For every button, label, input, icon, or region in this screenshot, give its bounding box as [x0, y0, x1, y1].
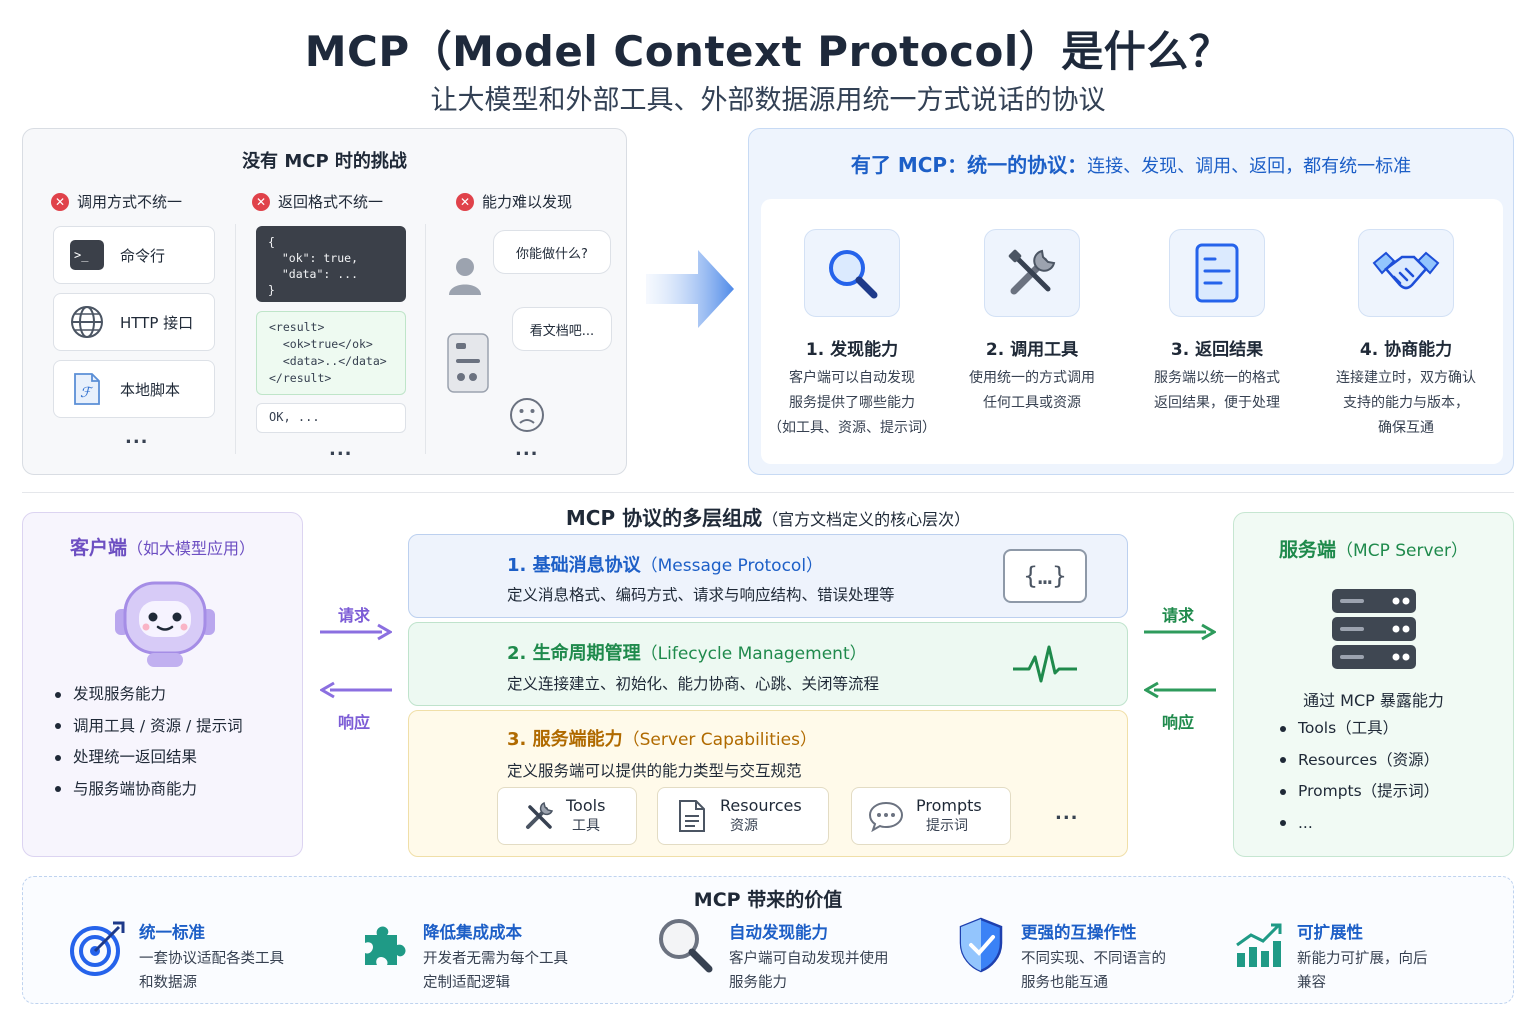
svg-text:ℱ: ℱ [80, 385, 94, 401]
feature-negotiate: 4. 协商能力 连接建立时，双方确认 支持的能力与版本， 确保互通 [1331, 229, 1481, 441]
card-command-line: >_ 命令行 [53, 226, 215, 284]
value-item-extensibility: 可扩展性 新能力可扩展，向后兼容 [1297, 923, 1428, 991]
feature-call-tools: 2. 调用工具 使用统一的方式调用 任何工具或资源 [957, 229, 1107, 416]
value-item-auto-discovery: 自动发现能力 客户端可自动发现并使用服务能力 [729, 923, 889, 991]
error-x-icon: ✕ [252, 192, 270, 211]
column-divider [425, 224, 426, 454]
shield-icon [957, 917, 1005, 973]
robot-icon [113, 575, 217, 671]
column-divider [235, 224, 236, 454]
handshake-icon [1358, 229, 1454, 317]
challenges-title: 没有 MCP 时的挑战 [242, 151, 407, 172]
terminal-icon: >_ [70, 240, 104, 270]
more-dots: ... [125, 427, 149, 448]
with-mcp-title: 有了 MCP：统一的协议：连接、发现、调用、返回，都有统一标准 [850, 153, 1412, 177]
response-arrow-left-icon [1143, 680, 1216, 700]
puzzle-icon [359, 921, 409, 971]
col-heading-return-format: ✕ 返回格式不统一 [252, 191, 383, 212]
braces-icon: {…} [1003, 549, 1087, 603]
target-icon [69, 919, 127, 977]
list-item: 发现服务能力 [55, 679, 243, 711]
request-label-left: 请求 [338, 606, 371, 625]
chat-bubble-icon [868, 800, 904, 833]
server-bullet-list: Tools（工具） Resources（资源） Prompts（提示词） ... [1280, 713, 1439, 839]
server-panel: 服务端（MCP Server） 通过 MCP 暴露能力 Tools（工具） Re… [1233, 512, 1514, 857]
script-file-icon: ℱ [72, 372, 102, 406]
response-label-right: 响应 [1162, 713, 1195, 732]
client-bullet-list: 发现服务能力 调用工具 / 资源 / 提示词 处理统一返回结果 与服务端协商能力 [55, 679, 243, 805]
feature-discover: 1. 发现能力 客户端可以自动发现 服务提供了哪些能力 （如工具、资源、提示词） [768, 229, 936, 441]
server-rack-icon [1330, 587, 1418, 673]
feature-return-results: 3. 返回结果 服务端以统一的格式 返回结果，便于处理 [1142, 229, 1292, 416]
card-local-script: ℱ 本地脚本 [53, 360, 215, 418]
list-item: 与服务端协商能力 [55, 774, 243, 806]
challenges-panel: 没有 MCP 时的挑战 ✕ 调用方式不统一 >_ 命令行 HTTP 接口 ℱ 本… [22, 128, 627, 475]
request-label-right: 请求 [1162, 606, 1195, 625]
section-divider [22, 492, 1514, 493]
list-item: Resources（资源） [1280, 745, 1439, 777]
speech-bubble-question: 你能做什么? [493, 230, 611, 274]
tools-icon [522, 799, 556, 833]
capability-prompts: Prompts 提示词 [851, 787, 1011, 845]
magnifier-icon [655, 915, 715, 975]
more-dots: ... [1055, 803, 1079, 824]
server-title: 服务端（MCP Server） [1279, 539, 1468, 561]
user-icon [447, 255, 483, 297]
capability-tools: Tools 工具 [497, 787, 637, 845]
device-icon [447, 333, 489, 393]
client-title: 客户端（如大模型应用） [69, 537, 256, 559]
client-panel: 客户端（如大模型应用） 发现服务能力 调用工具 / 资源 / 提示词 处理统一返… [22, 512, 303, 857]
col-heading-discovery: ✕ 能力难以发现 [456, 191, 572, 212]
list-item: Prompts（提示词） [1280, 776, 1439, 808]
layers-title: MCP 协议的多层组成（官方文档定义的核心层次） [565, 506, 971, 530]
document-icon [1169, 229, 1265, 317]
globe-icon [70, 305, 104, 339]
value-title: MCP 带来的价值 [693, 889, 843, 911]
with-mcp-panel: 有了 MCP：统一的协议：连接、发现、调用、返回，都有统一标准 1. 发现能力 … [748, 128, 1514, 475]
list-item: ... [1280, 808, 1439, 840]
plain-code-sample: OK, ... [256, 403, 406, 433]
response-label-left: 响应 [338, 713, 371, 732]
error-x-icon: ✕ [51, 192, 69, 211]
document-icon [678, 799, 706, 833]
response-arrow-left-icon [319, 680, 392, 700]
request-arrow-right-icon [320, 622, 393, 642]
more-dots: ... [329, 439, 353, 460]
value-item-lower-cost: 降低集成成本 开发者无需为每个工具定制适配逻辑 [423, 923, 568, 991]
value-panel: MCP 带来的价值 统一标准 一套协议适配各类工具和数据源 降低集成成本 开发者… [22, 876, 1514, 1004]
page-subtitle: 让大模型和外部工具、外部数据源用统一方式说话的协议 [430, 85, 1106, 116]
layer-message-protocol: 1. 基础消息协议（Message Protocol） 定义消息格式、编码方式、… [408, 534, 1128, 618]
xml-code-sample: <result> <ok>true</ok> <data>..</data> <… [256, 311, 406, 395]
capability-resources: Resources 资源 [657, 787, 829, 845]
list-item: Tools（工具） [1280, 713, 1439, 745]
more-dots: ... [515, 439, 539, 460]
heartbeat-icon [1013, 643, 1077, 687]
error-x-icon: ✕ [456, 192, 474, 211]
col-heading-call-method: ✕ 调用方式不统一 [51, 191, 182, 212]
server-expose-text: 通过 MCP 暴露能力 [1303, 691, 1444, 710]
card-http-api: HTTP 接口 [53, 293, 215, 351]
request-arrow-right-icon [1144, 622, 1217, 642]
page-title: MCP（Model Context Protocol）是什么？ [304, 27, 1232, 76]
list-item: 处理统一返回结果 [55, 742, 243, 774]
growth-chart-icon [1233, 921, 1285, 969]
value-item-unified-standard: 统一标准 一套协议适配各类工具和数据源 [139, 923, 284, 991]
magnifier-icon [804, 229, 900, 317]
json-code-sample: { "ok": true, "data": ... } [256, 226, 406, 302]
value-item-interoperability: 更强的互操作性 不同实现、不同语言的服务也能互通 [1021, 923, 1166, 991]
layer-server-capabilities: 3. 服务端能力（Server Capabilities） 定义服务端可以提供的… [408, 710, 1128, 857]
speech-bubble-answer: 看文档吧... [512, 307, 612, 351]
layer-lifecycle: 2. 生命周期管理（Lifecycle Management） 定义连接建立、初… [408, 622, 1128, 706]
list-item: 调用工具 / 资源 / 提示词 [55, 711, 243, 743]
sad-face-icon [509, 397, 545, 433]
tools-icon [984, 229, 1080, 317]
transition-arrow-icon [646, 248, 736, 330]
